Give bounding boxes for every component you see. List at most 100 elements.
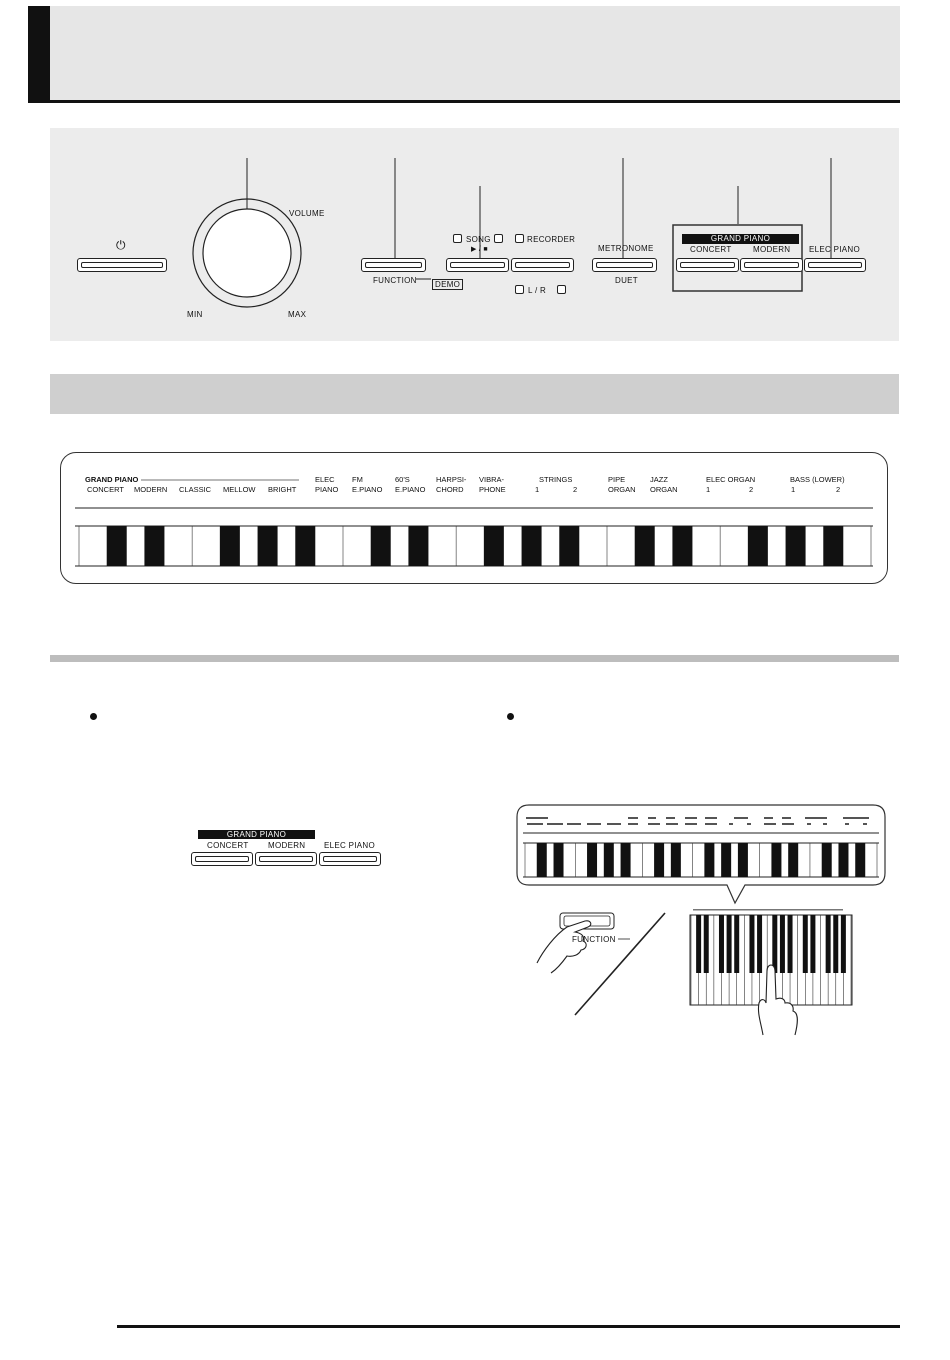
- tone-strings-1: 1: [535, 485, 540, 494]
- volume-label: VOLUME: [289, 209, 325, 218]
- illus-elec-piano-button: [319, 852, 381, 866]
- illus-elec-piano-label: ELEC PIANO: [324, 841, 376, 850]
- panel-callout-lines: [192, 158, 832, 308]
- black-key: [785, 526, 806, 566]
- function-keyboard-svg: [516, 804, 886, 1036]
- function-button[interactable]: [361, 258, 426, 272]
- black-key: [726, 915, 732, 973]
- illus-grand-piano-label: GRAND PIANO: [198, 830, 315, 839]
- tone-pipe-organ-l1: PIPE: [608, 475, 626, 484]
- black-key: [718, 915, 724, 973]
- tone-harpsichord-l1: HARPSI-: [436, 475, 467, 484]
- tone-bass-lower-l1: BASS (LOWER): [790, 475, 845, 484]
- mini-tone-labels: [526, 817, 869, 825]
- song-label: SONG: [466, 235, 491, 244]
- tone-60s-l2: E.PIANO: [395, 485, 426, 494]
- tone-keyboard-diagram: GRAND PIANO CONCERT MODERN CLASSIC MELLO…: [60, 452, 888, 584]
- left-hand: [536, 920, 592, 974]
- black-key: [654, 843, 665, 877]
- power-button[interactable]: [77, 258, 167, 272]
- duet-label: DUET: [615, 276, 638, 285]
- black-key: [840, 915, 846, 973]
- concert-label: CONCERT: [690, 245, 732, 254]
- black-key: [106, 526, 127, 566]
- illus-modern-button: [255, 852, 317, 866]
- tone-strings-2: 2: [573, 485, 578, 494]
- concert-button[interactable]: [676, 258, 739, 272]
- black-key: [734, 915, 740, 973]
- recorder-button[interactable]: [511, 258, 574, 272]
- metronome-button[interactable]: [592, 258, 657, 272]
- black-key: [370, 526, 391, 566]
- black-key: [737, 843, 748, 877]
- function-label: FUNCTION: [373, 276, 417, 285]
- black-key: [788, 843, 799, 877]
- black-key: [670, 843, 681, 877]
- illus-concert-label: CONCERT: [207, 841, 249, 850]
- volume-dial: [202, 208, 292, 298]
- black-key: [634, 526, 655, 566]
- black-key: [553, 843, 564, 877]
- song-indicator-right: [494, 234, 503, 243]
- bullet-right: [507, 713, 514, 720]
- play-stop-button[interactable]: [446, 258, 509, 272]
- black-key: [757, 915, 763, 973]
- section-divider-band: [50, 655, 899, 662]
- illus-function-label: FUNCTION: [572, 935, 616, 944]
- bullet-left: [90, 713, 97, 720]
- black-key: [483, 526, 504, 566]
- lr-label: L / R: [528, 286, 547, 295]
- title-rule: [28, 100, 900, 103]
- black-key: [620, 843, 631, 877]
- tone-buttons-illustration: GRAND PIANO CONCERT MODERN ELEC PIANO: [190, 828, 382, 870]
- callout-bubble: [516, 804, 886, 905]
- metronome-label: METRONOME: [598, 244, 654, 253]
- black-key: [833, 915, 839, 973]
- elec-piano-button[interactable]: [804, 258, 866, 272]
- black-key: [838, 843, 849, 877]
- l-indicator: [515, 285, 524, 294]
- tone-fm-l2: E.PIANO: [352, 485, 383, 494]
- tone-fm-l1: FM: [352, 475, 363, 484]
- black-key: [603, 843, 614, 877]
- black-key: [696, 915, 702, 973]
- black-key: [779, 915, 785, 973]
- black-key: [408, 526, 429, 566]
- tone-elec-organ-2: 2: [749, 485, 754, 494]
- tone-harpsichord-l2: CHORD: [436, 485, 464, 494]
- tone-concert: CONCERT: [87, 485, 124, 494]
- modern-button[interactable]: [740, 258, 803, 272]
- black-key: [703, 915, 709, 973]
- black-key: [787, 915, 793, 973]
- min-label: MIN: [187, 310, 203, 319]
- modern-label: MODERN: [753, 245, 791, 254]
- tone-vibraphone-l1: VIBRA-: [479, 475, 505, 484]
- tone-elec-piano-l1: ELEC: [315, 475, 335, 484]
- black-key: [821, 843, 832, 877]
- black-key: [257, 526, 278, 566]
- tone-bass-1: 1: [791, 485, 796, 494]
- black-key: [810, 915, 816, 973]
- tone-elec-organ-l1: ELEC ORGAN: [706, 475, 756, 484]
- tone-jazz-organ-l1: JAZZ: [650, 475, 668, 484]
- illus-concert-button: [191, 852, 253, 866]
- volume-dial-outer: [192, 198, 302, 308]
- black-key: [802, 915, 808, 973]
- power-icon: ⏻: [116, 238, 126, 252]
- title-band: [28, 6, 900, 102]
- song-indicator: [453, 234, 462, 243]
- black-key: [587, 843, 598, 877]
- black-key: [855, 843, 866, 877]
- elec-piano-label: ELEC PIANO: [809, 245, 861, 254]
- r-indicator: [557, 285, 566, 294]
- tone-classic: CLASSIC: [179, 485, 212, 494]
- tone-pipe-organ-l2: ORGAN: [608, 485, 636, 494]
- black-key: [771, 843, 782, 877]
- black-key: [219, 526, 240, 566]
- black-key: [559, 526, 580, 566]
- tone-60s-l1: 60'S: [395, 475, 410, 484]
- tone-mellow: MELLOW: [223, 485, 256, 494]
- tone-jazz-organ-l2: ORGAN: [650, 485, 678, 494]
- black-key: [749, 915, 755, 973]
- tone-bass-2: 2: [836, 485, 841, 494]
